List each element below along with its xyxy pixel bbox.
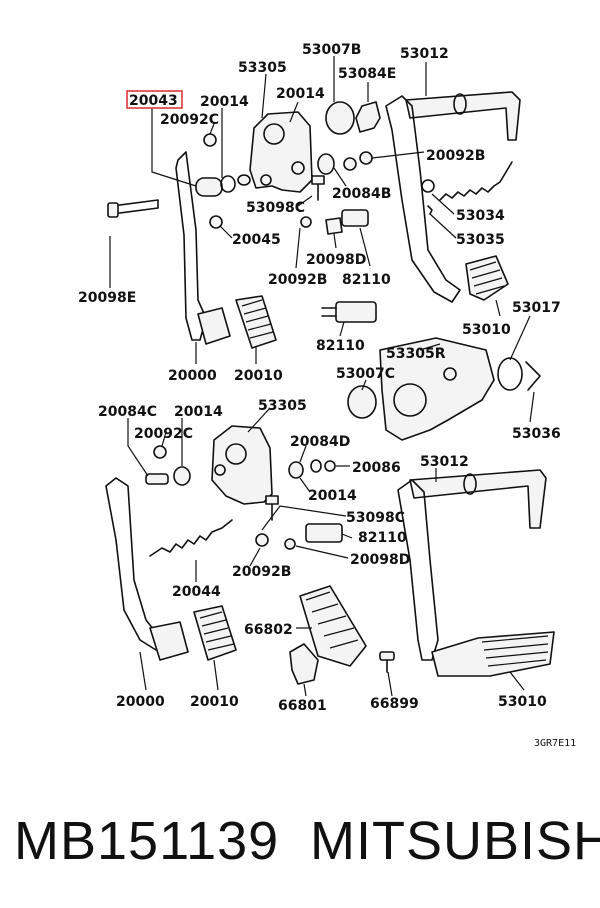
label-53098C-b: 53098C (346, 510, 405, 526)
label-20014-a: 20014 (200, 94, 249, 110)
label-20092B-a: 20092B (426, 148, 485, 164)
label-20000-a: 20000 (168, 368, 217, 384)
lower-assembly (105, 425, 555, 685)
label-20044: 20044 (172, 584, 221, 600)
label-82110-c: 82110 (358, 530, 407, 546)
label-20014-b: 20014 (276, 86, 325, 102)
switch-82110-mid (335, 301, 377, 323)
label-53010-a: 53010 (462, 322, 511, 338)
label-53034: 53034 (456, 208, 505, 224)
pedal-shaft-upper (405, 91, 521, 141)
accelerator-pad-66802 (299, 585, 367, 667)
label-82110-a: 82110 (342, 272, 391, 288)
label-53305R: 53305R (386, 346, 446, 362)
highlighted-part-box (126, 90, 183, 109)
clip-53084E (355, 101, 381, 133)
label-66899: 66899 (370, 696, 419, 712)
pedal-pad-53010-lower (431, 631, 555, 677)
clutch-pedal-arm-lower (397, 479, 439, 661)
label-53012-lower: 53012 (420, 454, 469, 470)
leader-lines (109, 56, 535, 697)
label-20092C-a: 20092C (160, 112, 219, 128)
pedal-shaft-lower (409, 469, 547, 529)
pedal-plate-lower (149, 621, 189, 661)
label-53098C-a: 53098C (246, 200, 305, 216)
label-53305-lower: 53305 (258, 398, 307, 414)
bushing-53007B (325, 101, 355, 135)
diagram-code: 3GR7E11 (534, 738, 576, 749)
label-53012-upper: 53012 (400, 46, 449, 62)
label-53035: 53035 (456, 232, 505, 248)
clutch-pedal-arm-upper (385, 95, 461, 303)
part-labels: 53007B 53012 53305 53084E 20043 20014 20… (78, 42, 576, 749)
footer: MB151139 MITSUBISHI (0, 800, 600, 880)
label-53010-b: 53010 (498, 694, 547, 710)
label-20010-a: 20010 (234, 368, 283, 384)
label-20000-b: 20000 (116, 694, 165, 710)
brand-name: MITSUBISHI (310, 811, 600, 871)
label-66801: 66801 (278, 698, 327, 714)
label-53007B: 53007B (302, 42, 361, 58)
label-20092C-b: 20092C (134, 426, 193, 442)
label-20098D-a: 20098D (306, 252, 366, 268)
brake-pedal-arm-lower (105, 477, 163, 651)
label-20098D-b: 20098D (350, 552, 410, 568)
label-53017: 53017 (512, 300, 561, 316)
label-20014-c: 20014 (174, 404, 223, 420)
label-53305-upper: 53305 (238, 60, 287, 76)
label-20098E: 20098E (78, 290, 136, 306)
label-20086: 20086 (352, 460, 401, 476)
pedal-bracket-upper (249, 111, 313, 193)
bracket-53305R (347, 337, 541, 441)
pedal-pad-53010-upper (465, 255, 509, 301)
switch-82110-upper (341, 209, 369, 227)
label-53007C: 53007C (336, 366, 395, 382)
bracket-66801 (289, 643, 319, 685)
upper-assembly (107, 91, 521, 349)
bushing-20043 (195, 177, 223, 197)
pedal-pad-upper (235, 295, 277, 349)
label-20010-b: 20010 (190, 694, 239, 710)
bolt-20098E (111, 199, 159, 215)
label-20045: 20045 (232, 232, 281, 248)
label-66802: 66802 (244, 622, 293, 638)
label-20092B-c: 20092B (232, 564, 291, 580)
label-82110-b: 82110 (316, 338, 365, 354)
brake-pedal-arm-upper (175, 151, 207, 341)
label-20084C: 20084C (98, 404, 157, 420)
label-20084B: 20084B (332, 186, 391, 202)
switch-82110-lower (305, 523, 343, 543)
label-20092B-b: 20092B (268, 272, 327, 288)
spring-53034 (439, 161, 513, 201)
label-20043-highlighted: 20043 (129, 93, 178, 109)
label-53084E: 53084E (338, 66, 396, 82)
label-20084D: 20084D (290, 434, 350, 450)
label-53036: 53036 (512, 426, 561, 442)
label-20014-d: 20014 (308, 488, 357, 504)
spring-20044 (149, 519, 233, 557)
part-number: MB151139 (14, 811, 280, 871)
pedal-plate-upper (197, 307, 231, 345)
